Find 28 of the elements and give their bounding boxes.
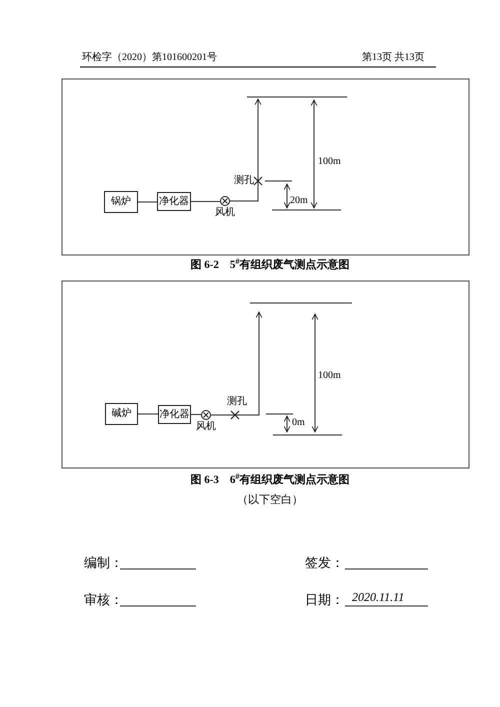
note-text: （以下空白） (237, 494, 303, 508)
dimension-label: 100m (318, 370, 341, 382)
fan-label: 风机 (196, 422, 216, 432)
dimension-label: 100m (318, 156, 341, 168)
handwritten-date: 2020.11.11 (352, 590, 404, 605)
figure-caption: 图 6-2 5$^{#}$有组织废气测点示意图 (190, 259, 350, 273)
flow-arrow (210, 312, 262, 416)
pipe-line (190, 201, 220, 202)
fan-symbol (201, 410, 211, 420)
figure-caption: 图 6-3 6$^{#}$有组织废气测点示意图 (190, 474, 350, 488)
field-label: 日期： (305, 592, 344, 608)
equipment-box: 净化器 (157, 192, 191, 211)
equipment-box: 锅炉 (104, 191, 138, 213)
dimension-label: 0m (292, 417, 305, 430)
sampling-port-label: 测孔 (227, 396, 247, 408)
pipe-line (190, 414, 202, 415)
field-label: 签发： (305, 555, 344, 572)
report-number: 环检字（2020）第101600201号 (82, 52, 217, 64)
field-label: 审核： (84, 592, 123, 608)
fan-symbol (220, 196, 230, 206)
flow-arrow (230, 98, 262, 202)
sampling-port-label: 测孔 (234, 175, 254, 188)
field-label: 编制： (84, 555, 123, 572)
page-number: 第13页 共13页 (362, 52, 424, 64)
fan-label: 风机 (215, 208, 235, 218)
dimension-label: 20m (290, 195, 308, 208)
equipment-box: 碱炉 (105, 403, 138, 425)
equipment-box: 净化器 (158, 405, 191, 424)
